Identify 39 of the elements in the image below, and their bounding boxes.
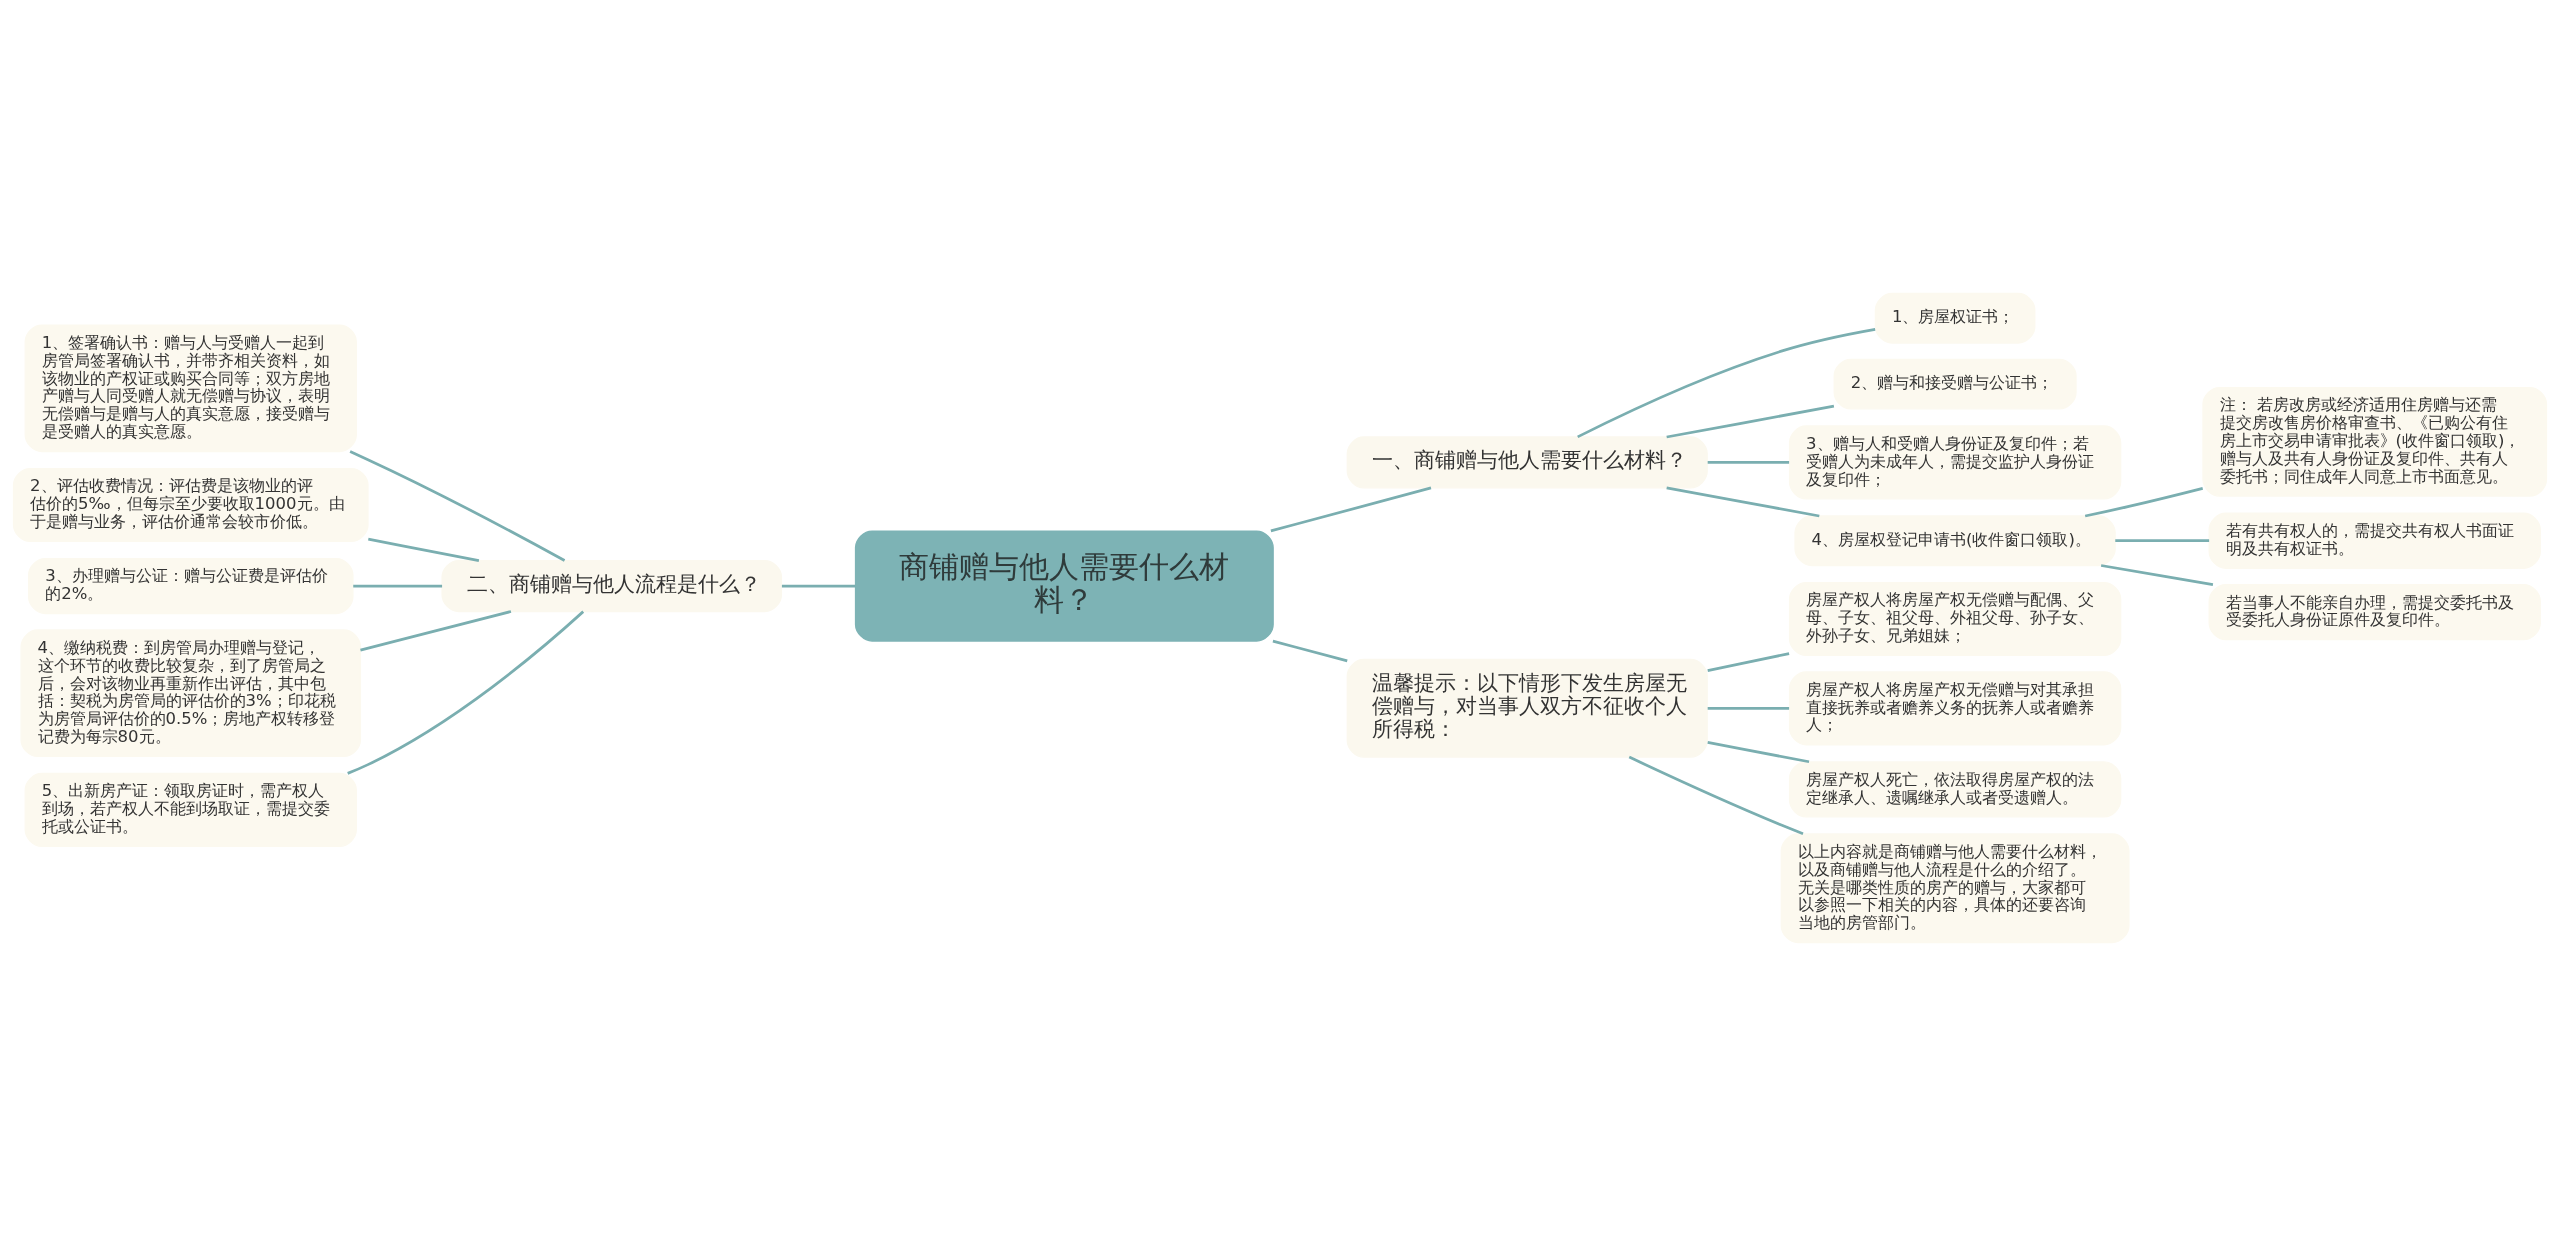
connector [1272,639,1348,663]
connector [1270,486,1432,533]
connector [1666,486,1820,518]
node-box: 以上内容就是商铺赠与他人需要什么材料，以及商铺赠与他人流程是什么的介绍了。无关是哪类性质的房产的赠与，大家都可以参照一下相关的内容，具体的还要咨询当地的房管部门。 [1780,833,2130,944]
node-box: 房屋产权人将房屋产权无偿赠与对其承担直接抚养或者赡养义务的抚养人或者赡养人； [1788,671,2122,746]
node-box: 3、办理赠与公证：赠与公证费是评估价的2%。 [28,557,354,615]
node-box: 1、房屋权证书； [1874,292,2036,344]
connector [368,537,480,562]
node-box: 若当事人不能亲自办理，需提交委托书及受委托人身份证原件及复印件。 [2208,584,2541,641]
node-box: 温馨提示：以下情形下发生房屋无偿赠与，对当事人双方不征收个人所得税： [1346,658,1708,758]
connector [2100,564,2214,587]
connector [2084,487,2204,518]
connector [1707,461,1790,464]
connector [1628,755,1804,836]
connector [781,584,856,588]
node-box: 1、签署确认书：赠与人与受赠人一起到房管局签署确认书，并带齐相关资料，如该物业的产权证或购买合同等；双方房地产赠与人同受赠人就无偿赠与协议，表明无偿赠与是赠与人的真实意愿，接受赠与是受赠人的真实意愿。 [24,324,357,453]
connector [1707,652,1790,673]
node-box: 二、商铺赠与他人流程是什么？ [441,559,783,613]
node-box: 2、评估收费情况：评估费是该物业的评估价的5‰，但每宗至少要收取1000元。由于是赠与业务，评估价通常会较市价低。 [12,467,369,543]
connector [1707,706,1790,710]
connector [1666,404,1835,439]
node-box: 4、房屋权登记申请书(收件窗口领取)。 [1794,515,2116,567]
node-box: 2、赠与和接受赠与公证书； [1833,358,2077,410]
node-box: 房屋产权人死亡，依法取得房屋产权的法定继承人、遗嘱继承人或者受遗赠人。 [1788,761,2122,818]
connector [353,584,443,588]
node-box: 5、出新房产证：领取房证时，需产权人到场，若产权人不能到场取证，需提交委托或公证书。 [24,772,357,848]
node-box: 商铺赠与他人需要什么材料？ [854,530,1274,642]
connector [1707,741,1810,764]
node-box: 3、赠与人和受赠人身份证及复印件；若受赠人为未成年人，需提交监护人身份证及复印件； [1788,425,2122,500]
node-box: 一、商铺赠与他人需要什么材料？ [1346,436,1708,489]
connector [349,450,566,562]
connector [347,610,585,775]
connector [1577,328,1876,439]
connector [2115,539,2210,543]
connector [360,610,512,652]
node-box: 若有共有权人的，需提交共有权人书面证明及共有权证书。 [2208,512,2541,569]
node-box: 房屋产权人将房屋产权无偿赠与配偶、父母、子女、祖父母、外祖父母、孙子女、外孙子女、兄弟姐妹； [1788,581,2122,657]
node-box: 4、缴纳税费：到房管局办理赠与登记，这个环节的收费比较复杂，到了房管局之后，会对该物业再重新作出评估，其中包括：契税为房管局的评估价的3%；印花税为房管局评估价的0.5%；房地产权转移登记费为每宗80元。 [20,629,362,758]
node-box: 注： 若房改房或经济适用住房赠与还需提交房改售房价格审查书、《已购公有住房上市交易申请审批表》(收件窗口领取)，赠与人及共有人身份证及复印件、共有人委托书；同住成年人同意上市书面意见。 [2202,386,2548,497]
